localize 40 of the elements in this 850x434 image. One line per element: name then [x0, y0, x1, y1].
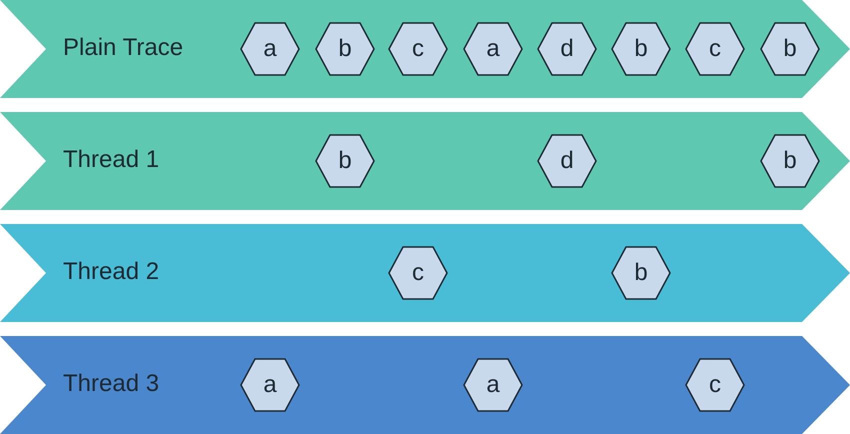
- hexagon-label: b: [634, 261, 648, 285]
- hexagon-label: a: [486, 373, 500, 397]
- hexagon-label: c: [709, 373, 721, 397]
- hexagon-label: a: [486, 37, 500, 61]
- hexagon: [315, 22, 375, 76]
- hexagon-label: b: [634, 37, 648, 61]
- hexagon: [240, 22, 300, 76]
- hexagon: [388, 22, 448, 76]
- hexagon: [388, 246, 448, 300]
- hexagon: [463, 22, 523, 76]
- band-label: Thread 1: [63, 148, 160, 172]
- hexagon-label: b: [783, 37, 797, 61]
- hexagon-label: c: [709, 37, 721, 61]
- hexagon-label: d: [560, 149, 574, 173]
- hexagon: [611, 22, 671, 76]
- band-label: Plain Trace: [63, 36, 184, 60]
- hexagon: [315, 134, 375, 188]
- hexagon-label: b: [783, 149, 797, 173]
- hexagon: [537, 22, 597, 76]
- chevron-band: [0, 0, 850, 98]
- hexagon-label: b: [338, 149, 352, 173]
- hexagon-label: c: [412, 261, 424, 285]
- hexagon-label: d: [560, 37, 574, 61]
- hexagon: [611, 246, 671, 300]
- hexagon: [537, 134, 597, 188]
- hexagon: [760, 134, 820, 188]
- hexagon: [685, 22, 745, 76]
- hexagon: [240, 358, 300, 412]
- hexagon: [760, 22, 820, 76]
- band-label: Thread 2: [63, 260, 160, 284]
- band-label: Thread 3: [63, 372, 160, 396]
- hexagon-label: a: [263, 37, 277, 61]
- hexagon-label: a: [263, 373, 277, 397]
- chevron-band: [0, 336, 850, 434]
- hexagon-label: c: [412, 37, 424, 61]
- hexagon-label: b: [338, 37, 352, 61]
- chevron-band: [0, 224, 850, 322]
- chevron-band: [0, 112, 850, 210]
- hexagon: [685, 358, 745, 412]
- hexagon: [463, 358, 523, 412]
